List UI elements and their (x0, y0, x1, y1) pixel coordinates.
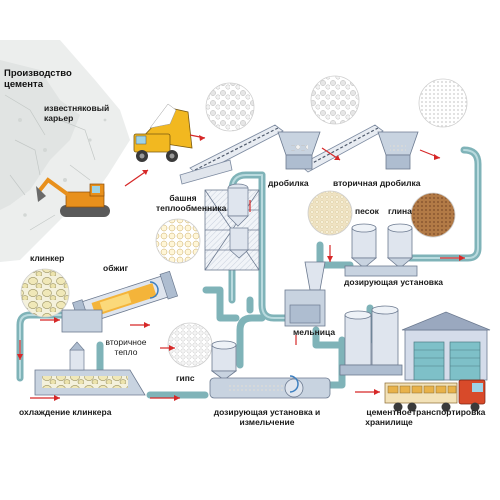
label-secondary-heat: вторичное тепло (105, 337, 147, 357)
crusher (277, 131, 321, 170)
grinding-unit (209, 340, 331, 399)
label-dosing-grinding: дозирующая установка и измельчение (213, 407, 321, 427)
preheater-sample (155, 218, 201, 264)
gypsum-sample (167, 322, 213, 368)
label-gypsum: гипс (176, 373, 195, 383)
title-line-2: цемента (4, 79, 43, 90)
label-dosing-unit: дозирующая установка (344, 277, 443, 287)
clay-sample (410, 192, 456, 238)
fine-powder-sample (418, 78, 468, 128)
raw-rock-sample (205, 82, 255, 132)
preheater-tower (204, 183, 260, 271)
clinker-cooler (34, 341, 146, 396)
label-firing: обжиг (103, 263, 129, 273)
diagram-title: Производство цемента (4, 68, 72, 90)
label-clinker: клинкер (30, 253, 65, 263)
label-sand: песок (355, 206, 379, 216)
title-line-1: Производство (4, 68, 72, 79)
rotary-kiln (61, 270, 179, 333)
label-quarry: известняковый карьер (44, 103, 110, 123)
secondary-crusher (377, 131, 419, 170)
label-secondary-crusher: вторичная дробилка (333, 178, 421, 188)
excavator-icon (36, 177, 110, 217)
label-preheater-tower: башня теплообменника (156, 193, 227, 213)
lorry-icon (384, 379, 486, 412)
crushed-rock-sample (310, 75, 360, 125)
rotation-arrow-icon (149, 281, 299, 393)
flow-arrowheads (17, 135, 465, 401)
label-crusher: дробилка (268, 178, 309, 188)
label-clinker-cooling: охлаждение клинкера (19, 407, 112, 417)
label-cement-storage: цементное хранилище (365, 407, 413, 427)
quarry-hillside (0, 40, 130, 262)
sand-sample (307, 190, 353, 236)
warehouse (401, 311, 491, 381)
cement-storage (339, 305, 403, 376)
label-clay: глина (388, 206, 412, 216)
dosing-silos (344, 223, 418, 277)
clinker-sample (20, 268, 70, 318)
mill (284, 261, 326, 327)
dump-truck-icon (133, 103, 193, 162)
label-mill: мельница (293, 327, 336, 337)
label-transport: транспортировка (412, 407, 486, 417)
